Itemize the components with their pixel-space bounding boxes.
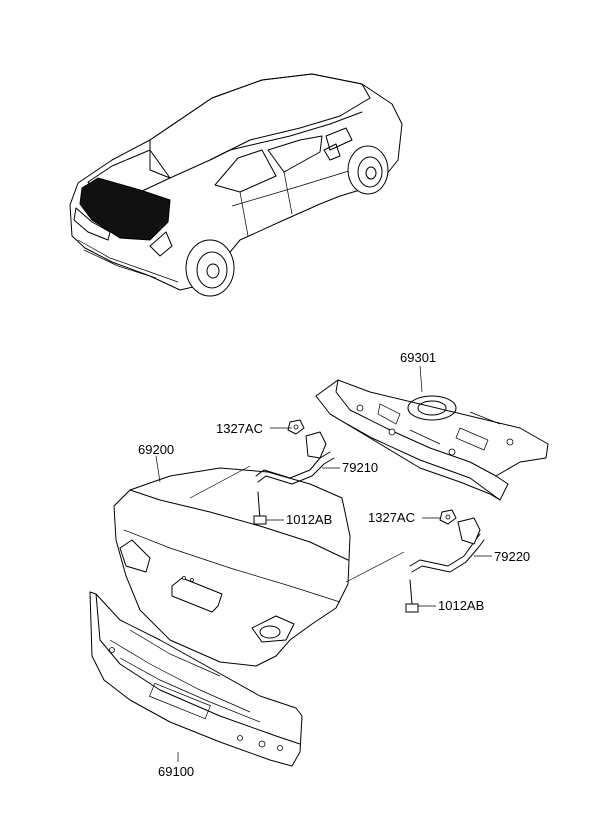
bolt-1012ab-upper: [253, 491, 267, 525]
callout-1012ab-upper: 1012AB: [286, 512, 332, 527]
callout-1012ab-lower: 1012AB: [438, 598, 484, 613]
callout-1327ac-upper: 1327AC: [216, 421, 263, 436]
trunk-hinge-79210: [255, 431, 335, 485]
bolt-1012ab-lower: [405, 579, 419, 613]
callout-69200: 69200: [138, 442, 174, 457]
trunk-hinge-79220: [409, 517, 485, 573]
callout-69100: 69100: [158, 764, 194, 779]
nut-1327ac-upper: [287, 419, 305, 435]
callout-1327ac-lower: 1327AC: [368, 510, 415, 525]
trunk-lid-69200: [113, 467, 351, 667]
callout-79210: 79210: [342, 460, 378, 475]
leader-lines: [155, 365, 492, 762]
rear-package-tray-69301: [315, 379, 549, 501]
back-panel-69100: [89, 591, 303, 767]
trunk-lid-highlight: [79, 177, 171, 241]
callout-69301: 69301: [400, 350, 436, 365]
nut-1327ac-lower: [439, 509, 457, 525]
callout-79220: 79220: [494, 549, 530, 564]
car-overview-illustration: [69, 73, 403, 297]
